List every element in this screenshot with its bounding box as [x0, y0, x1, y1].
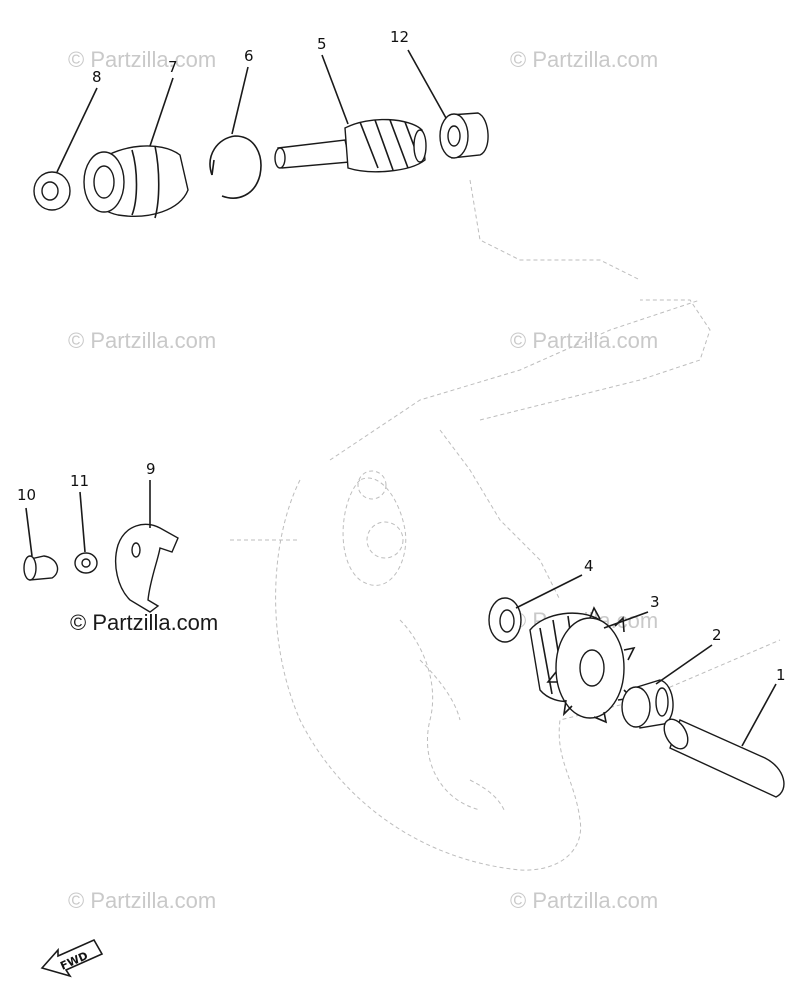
leader-lines	[25, 49, 777, 747]
copyright-notice: © Partzilla.com	[70, 610, 218, 635]
part-11-lock-washer	[74, 552, 98, 574]
callout-5: 5	[317, 35, 327, 53]
callout-8: 8	[92, 68, 102, 86]
callout-3: 3	[650, 593, 660, 611]
part-1-shaft	[663, 718, 785, 798]
watermark-top-right: © Partzilla.com	[510, 47, 658, 72]
part-5-gear-shaft	[274, 118, 427, 173]
callout-numbers: 8 7 6 5 12 10 11 9 4 3 2 1	[17, 28, 786, 684]
watermark-bottom-left: © Partzilla.com	[68, 888, 216, 913]
part-10-bolt	[23, 555, 59, 581]
part-9-plate	[114, 523, 179, 613]
part-6-circlip	[209, 135, 262, 199]
callout-10: 10	[17, 486, 36, 504]
callout-7: 7	[168, 58, 178, 76]
watermark-mid-left: © Partzilla.com	[68, 328, 216, 353]
part-7-bushing	[83, 145, 189, 219]
part-4-washer	[488, 597, 522, 643]
watermark-mid-right: © Partzilla.com	[510, 328, 658, 353]
callout-6: 6	[244, 47, 254, 65]
fwd-arrow-icon: FWD	[40, 938, 104, 978]
part-12-bushing	[439, 112, 489, 159]
fwd-label: FWD	[58, 949, 90, 973]
callout-12: 12	[390, 28, 409, 46]
engine-case-outline	[230, 179, 781, 871]
watermark-bottom-right: © Partzilla.com	[510, 888, 658, 913]
callout-1: 1	[776, 666, 786, 684]
callout-9: 9	[146, 460, 156, 478]
callout-11: 11	[70, 472, 89, 490]
callout-2: 2	[712, 626, 722, 644]
part-8-washer	[33, 171, 71, 211]
callout-4: 4	[584, 557, 594, 575]
part-2-collar	[621, 679, 674, 729]
watermark-top-left: © Partzilla.com	[68, 47, 216, 72]
part-3-driven-gear	[529, 606, 636, 724]
